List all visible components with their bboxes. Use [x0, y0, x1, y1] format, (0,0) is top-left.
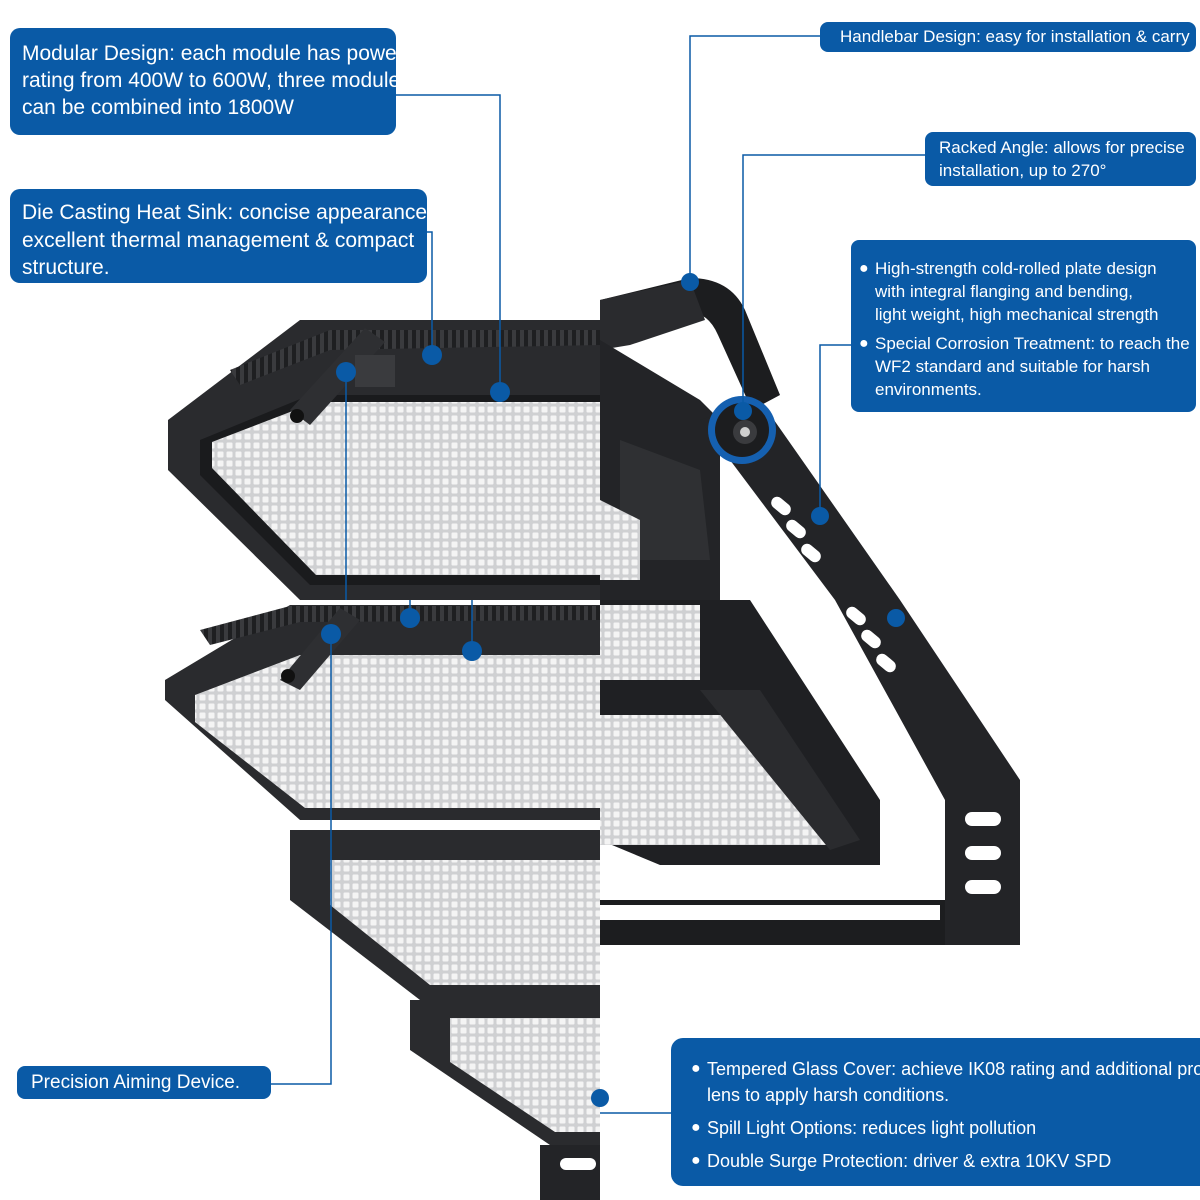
callout-line: structure.: [22, 256, 110, 279]
leader-lines: [271, 35, 925, 1114]
die-casting-heat-sink-callout: Die Casting Heat Sink: concise appearanc…: [10, 189, 433, 283]
racked-angle-callout: Racked Angle: allows for precise install…: [925, 132, 1196, 186]
callout-line: High-strength cold-rolled plate design: [875, 259, 1157, 278]
marker-dot: [681, 273, 699, 291]
callout-line: can be combined into 1800W: [22, 96, 295, 119]
marker-dot: [887, 609, 905, 627]
callout-line: Double Surge Protection: driver & extra …: [707, 1151, 1112, 1171]
callout-line: Handlebar Design: easy for installation …: [840, 27, 1190, 46]
marker-dots: [321, 273, 905, 1107]
callout-line: Special Corrosion Treatment: to reach th…: [875, 334, 1190, 353]
bullet-item-plate-design: ● High-strength cold-rolled plate design…: [859, 257, 1186, 326]
callout-line: light weight, high mechanical strength: [875, 305, 1159, 324]
leader-line-aiming: [271, 635, 332, 1085]
marker-dot: [400, 608, 420, 628]
callout-line: environments.: [875, 380, 982, 399]
marker-dot: [734, 402, 752, 420]
modular-design-callout: Modular Design: each module has power ra…: [10, 28, 411, 135]
marker-dot: [462, 641, 482, 661]
callout-line: lens to apply harsh conditions.: [707, 1085, 950, 1105]
bullet-item-tempered-glass: ● Tempered Glass Cover: achieve IK08 rat…: [691, 1056, 1200, 1108]
bullet-icon: ●: [691, 1152, 701, 1169]
callout-line: Precision Aiming Device.: [31, 1072, 241, 1093]
leader-line-die-casting: [427, 231, 433, 355]
callout-line: Die Casting Heat Sink: concise appearanc…: [22, 201, 433, 224]
leader-line-modular: [396, 94, 501, 390]
bracket-frame-lower: [600, 600, 1020, 945]
lower-module-2: [290, 830, 600, 1000]
marker-dot: [591, 1089, 609, 1107]
lower-module-3: [410, 1000, 600, 1200]
callout-line: WF2 standard and suitable for harsh: [875, 357, 1150, 376]
bullet-icon: ●: [859, 335, 869, 352]
bullet-item-surge-protection: ● Double Surge Protection: driver & extr…: [691, 1148, 1200, 1174]
bullet-item-spill-light: ● Spill Light Options: reduces light pol…: [691, 1115, 1200, 1141]
bullet-icon: ●: [691, 1119, 701, 1136]
marker-dot: [336, 362, 356, 382]
bullet-item-corrosion: ● Special Corrosion Treatment: to reach …: [859, 332, 1190, 401]
marker-dot: [811, 507, 829, 525]
callout-line: installation, up to 270°: [939, 161, 1107, 180]
lower-right-housing: [600, 600, 880, 865]
callout-line: with integral flanging and bending,: [875, 282, 1134, 301]
precision-aiming-callout: Precision Aiming Device.: [17, 1066, 271, 1099]
upper-module-led-panel: [212, 402, 600, 575]
callout-line: Racked Angle: allows for precise: [939, 138, 1185, 157]
glass-cover-callout: ● Tempered Glass Cover: achieve IK08 rat…: [671, 1038, 1200, 1186]
callout-line: Modular Design: each module has power: [22, 42, 404, 65]
plate-design-callout: ● High-strength cold-rolled plate design…: [851, 240, 1196, 412]
callout-line: Tempered Glass Cover: achieve IK08 ratin…: [707, 1059, 1200, 1079]
bullet-icon: ●: [859, 260, 869, 277]
lower-module-1: [165, 605, 600, 820]
bullet-icon: ●: [691, 1060, 701, 1077]
leader-line-plate: [819, 344, 851, 515]
bracket-handle: [600, 278, 780, 410]
angle-adjust-knob: [708, 396, 776, 464]
marker-dot: [422, 345, 442, 365]
callout-line: rating from 400W to 600W, three modules: [22, 69, 411, 92]
callout-line: excellent thermal management & compact: [22, 228, 415, 252]
handlebar-design-callout: Handlebar Design: easy for installation …: [820, 22, 1196, 52]
leader-line-racked: [742, 154, 925, 410]
leader-line-handlebar: [689, 35, 820, 282]
marker-dot: [490, 382, 510, 402]
marker-dot: [321, 624, 341, 644]
upper-right-housing: [600, 340, 720, 600]
callout-line: Spill Light Options: reduces light pollu…: [707, 1118, 1037, 1138]
